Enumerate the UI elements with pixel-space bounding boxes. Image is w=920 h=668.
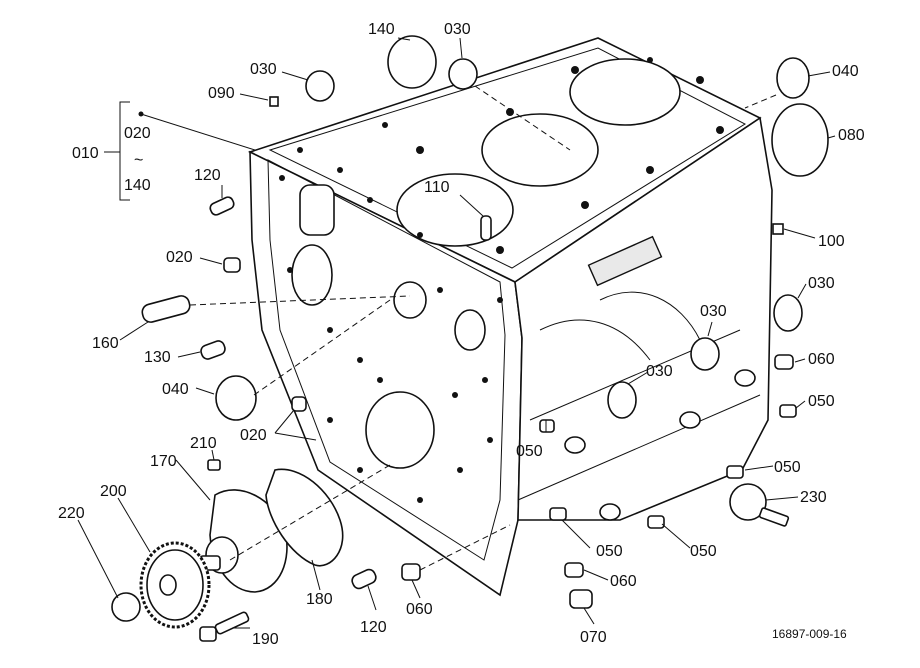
plug-040-top (776, 57, 810, 99)
callout-050-d: 050 (690, 543, 717, 560)
crankcase-block (247, 37, 773, 597)
plug-070 (569, 589, 593, 609)
callout-030-top: 030 (444, 21, 471, 38)
plug-050-a (539, 419, 555, 433)
callout-230: 230 (800, 489, 827, 506)
front-window (299, 184, 335, 236)
plug-030-r2 (690, 337, 720, 371)
callout-210: 210 (190, 435, 217, 452)
pin-090 (269, 96, 279, 107)
group-range-end: 140 (124, 177, 151, 194)
callout-120-top: 120 (194, 167, 221, 184)
group-range-separator: ~ (134, 152, 143, 169)
plug-030-r1 (773, 294, 803, 332)
pin-210 (207, 459, 221, 471)
pin-020-low (291, 396, 307, 412)
side-rib-2 (599, 291, 701, 341)
plug-030-top (448, 58, 478, 90)
plug-080 (771, 103, 829, 177)
plug-040-left (215, 375, 257, 421)
callout-130: 130 (144, 349, 171, 366)
cylinder-bore-3 (569, 58, 681, 126)
side-rib-1 (539, 319, 651, 361)
callout-200: 200 (100, 483, 127, 500)
plug-050-d (647, 515, 665, 529)
pressure-switch-230 (729, 483, 790, 527)
plug-030-r3 (607, 381, 637, 419)
callout-060-r: 060 (808, 351, 835, 368)
callout-labels: 140 030 030 090 040 080 120 110 100 020 … (58, 21, 865, 648)
callout-020-mid: 020 (166, 249, 193, 266)
oil-pump-170 (199, 489, 288, 593)
pin-120-top (209, 196, 235, 216)
pin-100 (772, 223, 784, 235)
callout-040-left: 040 (162, 381, 189, 398)
plug-030-left (305, 70, 335, 102)
callout-030-left: 030 (250, 61, 277, 78)
cylinder-bore-2 (481, 113, 599, 187)
callout-100: 100 (818, 233, 845, 250)
front-face-holes (279, 175, 503, 503)
callout-090: 090 (208, 85, 235, 102)
plug-050-c (549, 507, 567, 521)
callout-160: 160 (92, 335, 119, 352)
side-boss-3 (734, 369, 756, 387)
pin-120-low (351, 568, 377, 590)
callout-050-r2: 050 (774, 459, 801, 476)
callout-050-c: 050 (596, 543, 623, 560)
stud-160 (141, 295, 191, 323)
front-opening-crank (365, 391, 435, 469)
plug-050-r2 (726, 465, 744, 479)
callout-220: 220 (58, 505, 85, 522)
leader-lines (77, 37, 836, 629)
callout-190: 190 (252, 631, 279, 648)
callout-120-low: 120 (360, 619, 387, 636)
dowel-110 (480, 215, 492, 241)
callout-050-a: 050 (516, 443, 543, 460)
cylinder-bore-1 (396, 173, 514, 247)
group-label: 010 (72, 145, 99, 162)
callout-050-r1: 050 (808, 393, 835, 410)
deck-holes (297, 57, 724, 254)
callout-110: 110 (424, 179, 450, 196)
callout-030-r2: 030 (700, 303, 727, 320)
side-boss-2 (679, 411, 701, 429)
side-nameplate (587, 235, 663, 287)
drawing-reference-code: 16897-009-16 (772, 627, 847, 641)
callout-060-mid: 060 (610, 573, 637, 590)
plug-060-low (401, 563, 421, 581)
callout-180: 180 (306, 591, 333, 608)
group-bracket: 010 020 ~ 140 (72, 101, 256, 201)
pin-130 (200, 340, 226, 360)
plug-060-mid (564, 562, 584, 578)
side-boss-4 (599, 503, 621, 521)
callout-030-r1: 030 (808, 275, 835, 292)
group-range-start: 020 (124, 125, 151, 142)
oil-pan-flange (517, 394, 761, 501)
front-opening-idler (454, 309, 486, 351)
callout-140-top: 140 (368, 21, 395, 38)
callout-060-low: 060 (406, 601, 433, 618)
plug-140-top (387, 35, 437, 89)
pin-020-mid (223, 257, 241, 273)
gasket-180 (265, 468, 344, 567)
callout-020-low: 020 (240, 427, 267, 444)
plug-050-r1 (779, 404, 797, 418)
bolt-190 (199, 611, 250, 642)
callout-030-r3: 030 (646, 363, 673, 380)
callout-170: 170 (150, 453, 177, 470)
callout-040-top: 040 (832, 63, 859, 80)
plug-060-r (774, 354, 794, 370)
gear-200 (139, 541, 211, 629)
detached-parts (111, 35, 829, 642)
callout-080: 080 (838, 127, 865, 144)
front-opening-camshaft (393, 281, 427, 319)
callout-070: 070 (580, 629, 607, 646)
nut-220 (111, 592, 141, 622)
front-opening-upper (291, 244, 333, 306)
side-boss-1 (564, 436, 586, 454)
